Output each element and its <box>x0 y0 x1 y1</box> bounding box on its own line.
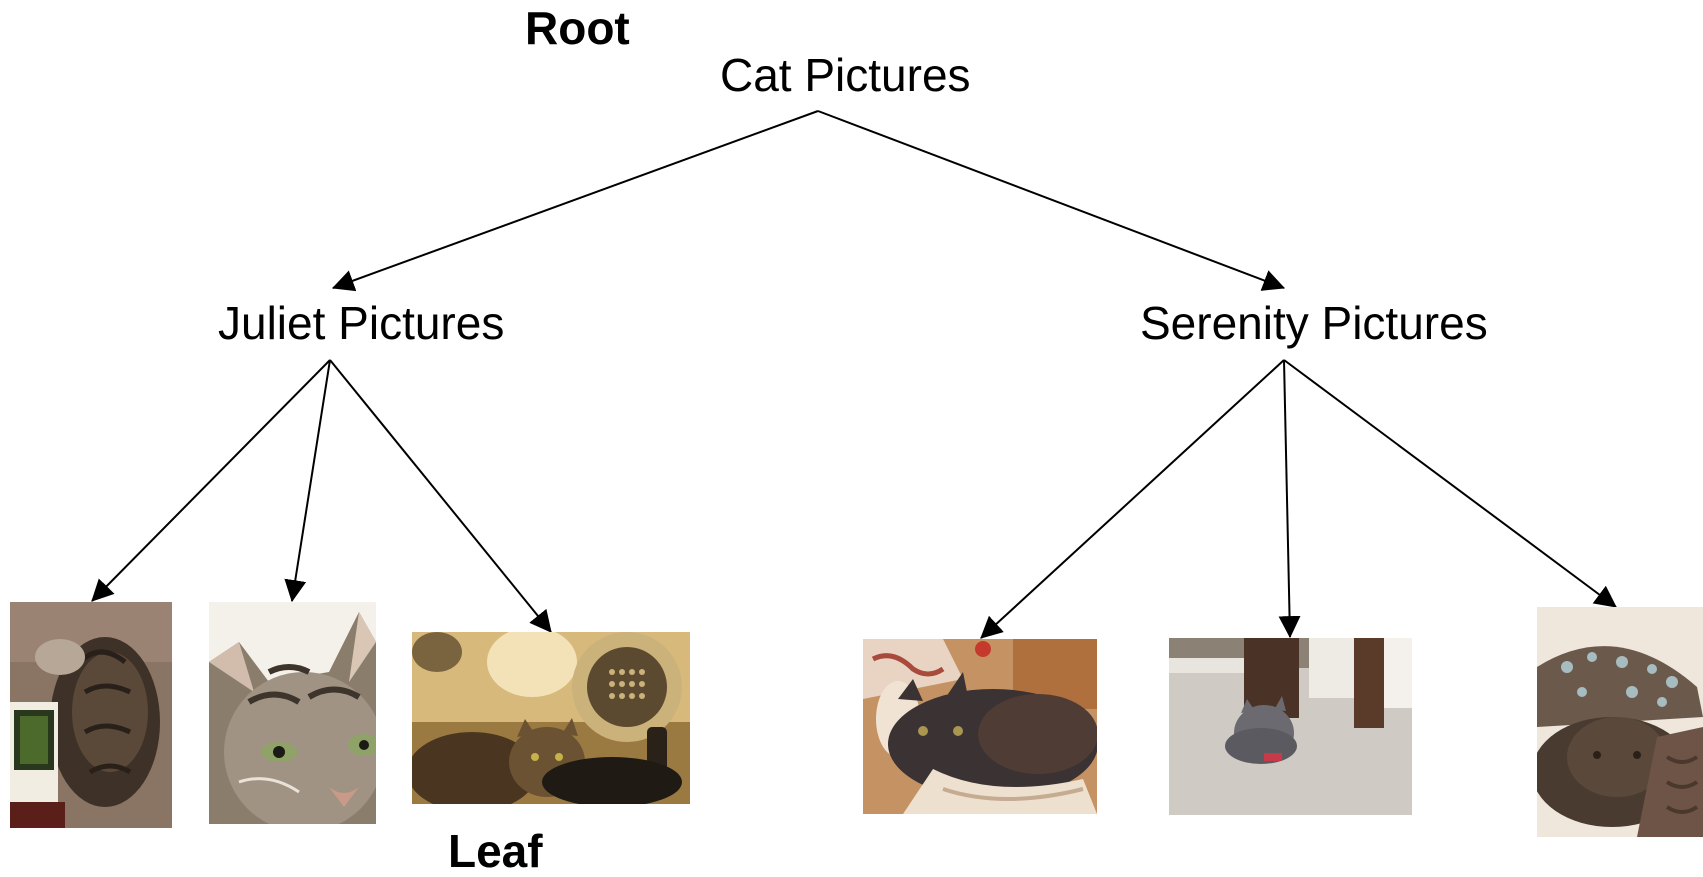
juliet-cat-face-closeup-photo <box>209 602 376 824</box>
serenity-cat-in-chair-photo <box>863 639 1097 814</box>
juliet-cat-in-dryer-photo <box>412 632 690 804</box>
edge-root-to-serenity <box>817 110 1286 291</box>
edge-serenity-to-photo-3 <box>1283 359 1617 608</box>
edge-juliet-to-photo-2 <box>284 359 331 603</box>
edge-root-to-juliet <box>331 110 819 292</box>
leaf-annotation: Leaf <box>448 825 543 877</box>
root-node-label: Cat Pictures <box>720 49 971 101</box>
edge-serenity-to-photo-2 <box>1278 359 1301 639</box>
juliet-node-label: Juliet Pictures <box>218 297 505 349</box>
serenity-cat-with-knit-hat-photo <box>1537 607 1703 837</box>
edge-serenity-to-photo-1 <box>980 359 1285 639</box>
edge-juliet-to-photo-3 <box>329 359 552 633</box>
serenity-cat-on-carpet-photo <box>1169 638 1412 815</box>
juliet-cat-curled-on-book-photo <box>10 602 172 828</box>
root-annotation: Root <box>525 2 630 54</box>
serenity-node-label: Serenity Pictures <box>1140 297 1488 349</box>
edge-juliet-to-photo-1 <box>91 359 331 602</box>
